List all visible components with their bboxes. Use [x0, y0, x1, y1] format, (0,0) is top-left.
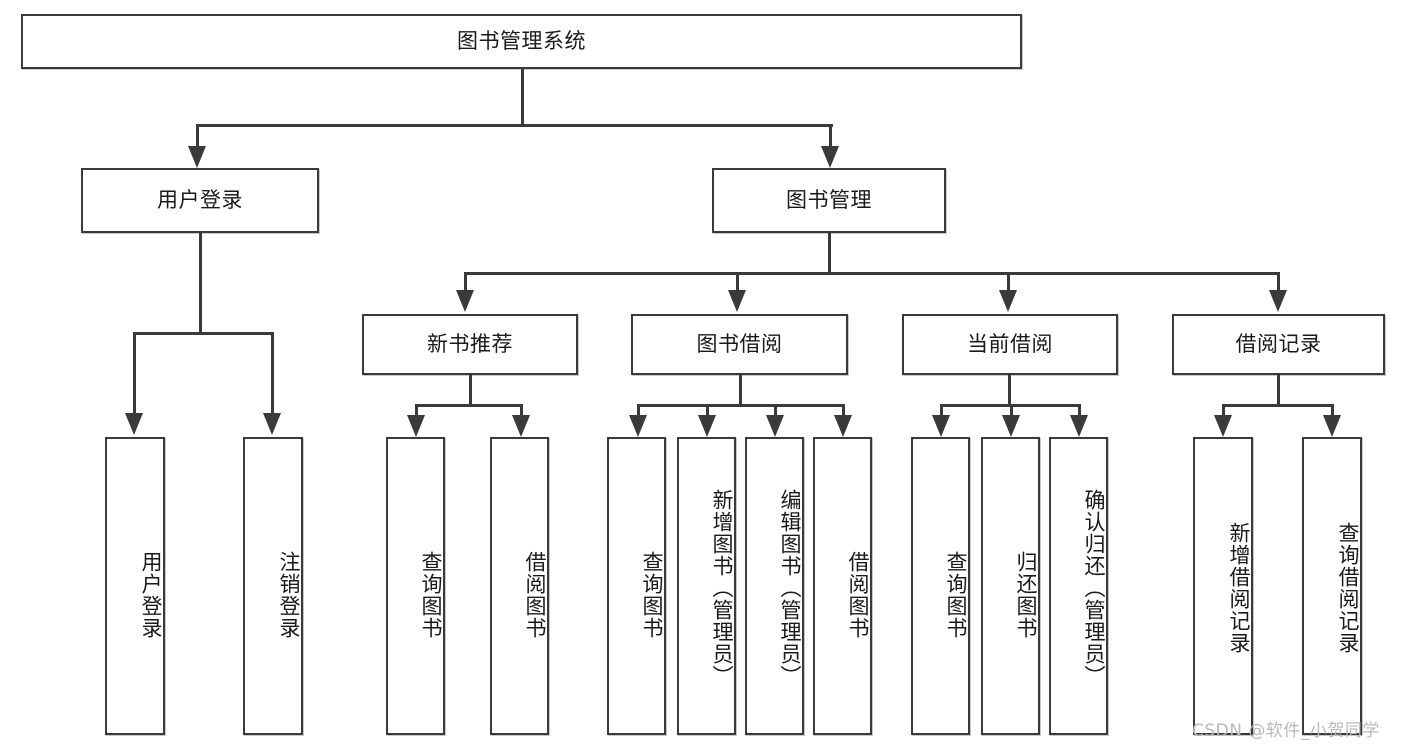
leaf-current-borrow-0[interactable]: 查询图书 — [911, 437, 970, 735]
edge-current-borrow-to-leaf-0 — [940, 404, 943, 418]
node-root-system[interactable]: 图书管理系统 — [21, 14, 1022, 69]
edge-book-manage-to-l2-0 — [464, 272, 467, 292]
node-user-login[interactable]: 用户登录 — [81, 168, 319, 233]
arrow-book-manage-to-l2-2 — [999, 290, 1017, 312]
leaf-current-borrow-2[interactable]: 确认归还（管理员） — [1049, 437, 1108, 735]
node-borrow-record[interactable]: 借阅记录 — [1172, 314, 1385, 375]
leaf-book-borrow-3[interactable]: 借阅图书 — [813, 437, 872, 735]
arrow-borrow-record-to-leaf-1 — [1323, 415, 1341, 437]
arrow-book-manage-to-l2-0 — [456, 290, 474, 312]
arrow-book-borrow-to-leaf-3 — [834, 415, 852, 437]
node-new-book-recommend[interactable]: 新书推荐 — [362, 314, 578, 375]
leaf-book-borrow-0[interactable]: 查询图书 — [607, 437, 666, 735]
arrow-user-login-to-leaf-1 — [263, 413, 281, 435]
edge-root-to-book-manage — [829, 124, 832, 149]
edge-user-login-bus — [133, 332, 274, 335]
arrow-book-borrow-to-leaf-1 — [698, 415, 716, 437]
leaf-current-borrow-1[interactable]: 归还图书 — [981, 437, 1040, 735]
leaf-book-borrow-1[interactable]: 新增图书（管理员） — [677, 437, 736, 735]
edge-book-borrow-to-leaf-3 — [842, 404, 845, 418]
edge-root-bus — [196, 124, 833, 127]
edge-new-book-stem — [469, 375, 472, 407]
edge-borrow-record-stem — [1277, 375, 1280, 407]
leaf-user-login-0[interactable]: 用户登录 — [105, 437, 165, 735]
node-book-manage[interactable]: 图书管理 — [712, 168, 946, 233]
edge-new-book-bus — [415, 404, 523, 407]
edge-book-borrow-to-leaf-1 — [706, 404, 709, 418]
node-current-borrow[interactable]: 当前借阅 — [902, 314, 1118, 375]
arrow-current-borrow-to-leaf-1 — [1002, 415, 1020, 437]
edge-user-login-stem — [199, 233, 202, 335]
arrow-new-book-to-leaf-1 — [512, 415, 530, 437]
edge-book-manage-stem — [828, 233, 831, 275]
edge-book-manage-to-l2-2 — [1007, 272, 1010, 292]
edge-user-login-to-leaf-1 — [271, 332, 274, 415]
edge-new-book-to-leaf-0 — [415, 404, 418, 418]
arrow-root-to-user-login — [188, 146, 206, 168]
leaf-borrow-record-0[interactable]: 新增借阅记录 — [1193, 437, 1253, 735]
arrow-book-borrow-to-leaf-0 — [629, 415, 647, 437]
edge-book-borrow-bus — [637, 404, 845, 407]
arrow-book-manage-to-l2-3 — [1269, 290, 1287, 312]
arrow-book-manage-to-l2-1 — [728, 290, 746, 312]
arrow-new-book-to-leaf-0 — [407, 415, 425, 437]
leaf-new-book-recommend-0[interactable]: 查询图书 — [386, 437, 445, 735]
edge-current-borrow-stem — [1008, 375, 1011, 407]
edge-root-stem — [521, 69, 524, 127]
edge-current-borrow-to-leaf-1 — [1010, 404, 1013, 418]
edge-new-book-to-leaf-1 — [520, 404, 523, 418]
edge-borrow-record-to-leaf-0 — [1222, 404, 1225, 418]
arrow-user-login-to-leaf-0 — [125, 413, 143, 435]
arrow-book-borrow-to-leaf-2 — [766, 415, 784, 437]
arrow-current-borrow-to-leaf-0 — [932, 415, 950, 437]
edge-borrow-record-bus — [1222, 404, 1334, 407]
edge-user-login-to-leaf-0 — [133, 332, 136, 415]
leaf-borrow-record-1[interactable]: 查询借阅记录 — [1302, 437, 1362, 735]
leaf-new-book-recommend-1[interactable]: 借阅图书 — [490, 437, 549, 735]
edge-book-manage-to-l2-3 — [1277, 272, 1280, 292]
arrow-borrow-record-to-leaf-0 — [1214, 415, 1232, 437]
edge-current-borrow-to-leaf-2 — [1078, 404, 1081, 418]
node-book-borrow[interactable]: 图书借阅 — [631, 314, 848, 375]
leaf-book-borrow-2[interactable]: 编辑图书（管理员） — [745, 437, 804, 735]
arrow-current-borrow-to-leaf-2 — [1070, 415, 1088, 437]
arrow-root-to-book-manage — [821, 146, 839, 168]
edge-book-manage-bus — [464, 272, 1280, 275]
edge-book-manage-to-l2-1 — [736, 272, 739, 292]
edge-book-borrow-stem — [739, 375, 742, 407]
edge-root-to-user-login — [196, 124, 199, 149]
edge-book-borrow-to-leaf-0 — [637, 404, 640, 418]
edge-borrow-record-to-leaf-1 — [1331, 404, 1334, 418]
leaf-user-login-1[interactable]: 注销登录 — [243, 437, 303, 735]
edge-book-borrow-to-leaf-2 — [774, 404, 777, 418]
